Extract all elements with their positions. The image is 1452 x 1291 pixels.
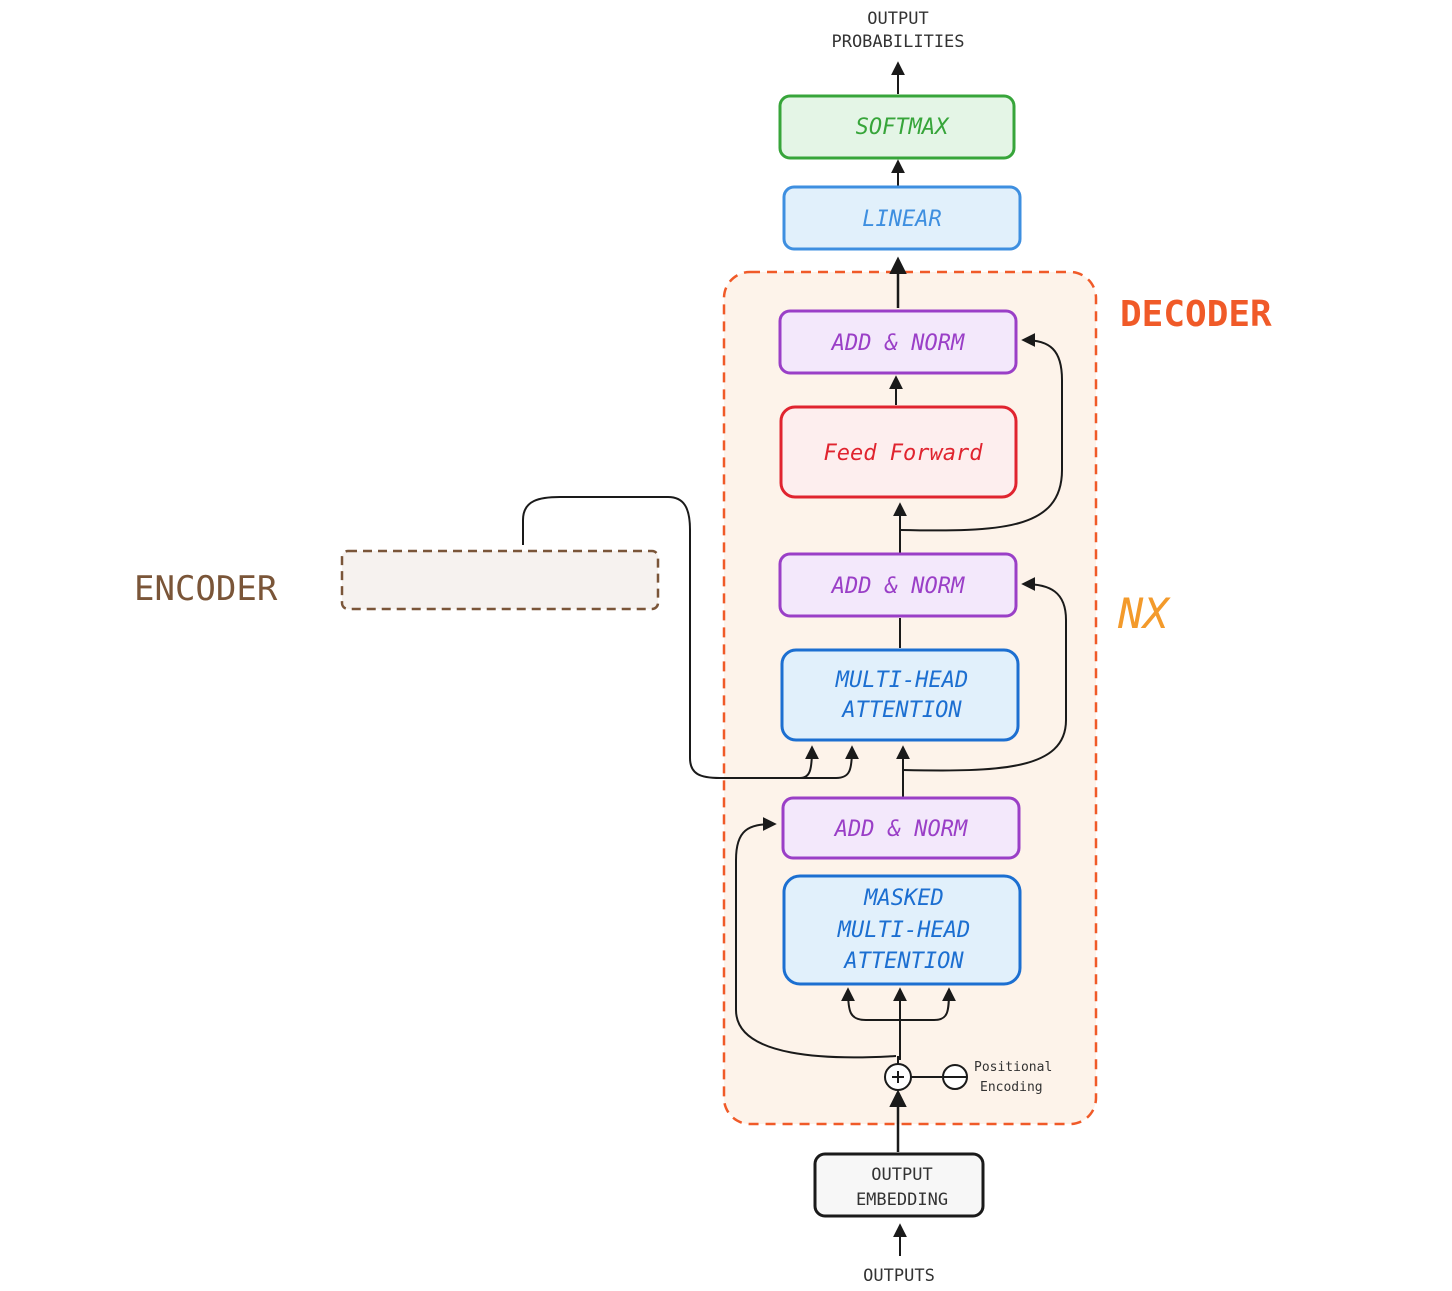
feed-forward-block: Feed Forward [779, 405, 1018, 499]
masked-mha-label-line3: ATTENTION [842, 949, 964, 974]
linear-label: LINEAR [862, 207, 941, 232]
encoder-connection [522, 496, 812, 779]
masked-multi-head-attention-block: MASKED MULTI-HEAD ATTENTION [782, 874, 1022, 986]
encoder-block [340, 549, 660, 611]
arrow-masked-right [900, 987, 956, 1021]
output-embedding-block: OUTPUT EMBEDDING [813, 1152, 985, 1218]
mha-label-line2: ATTENTION [840, 698, 962, 723]
feed-forward-label: Feed Forward [824, 441, 984, 466]
nx-label: NX [1117, 589, 1171, 638]
output-probabilities-line1: OUTPUT [867, 9, 928, 29]
softmax-label: SOFTMAX [856, 115, 950, 140]
add-norm-top-label: ADD & NORM [830, 331, 965, 356]
decoder-title: DECODER [1120, 294, 1272, 335]
add-norm-top-block: ADD & NORM [778, 309, 1018, 375]
output-probabilities-line2: PROBABILITIES [831, 32, 964, 52]
add-norm-bottom-block: ADD & NORM [781, 796, 1021, 860]
positional-encoding-line1: Positional [974, 1060, 1052, 1075]
add-norm-bottom-label: ADD & NORM [833, 817, 968, 842]
multi-head-attention-block: MULTI-HEAD ATTENTION [780, 648, 1020, 742]
mha-label-line1: MULTI-HEAD [835, 668, 968, 693]
encoder-title: ENCODER [134, 569, 278, 609]
outputs-label: OUTPUTS [863, 1266, 935, 1286]
positional-encoding-line2: Encoding [980, 1080, 1043, 1095]
encoder-arrow-key [799, 745, 819, 779]
residual-mha [902, 577, 1067, 772]
masked-mha-label-line2: MULTI-HEAD [837, 918, 970, 943]
output-embedding-line2: EMBEDDING [856, 1190, 948, 1210]
masked-mha-label-line1: MASKED [863, 886, 943, 911]
residual-masked [735, 817, 897, 1059]
add-norm-mid-label: ADD & NORM [830, 574, 965, 599]
linear-block: LINEAR [782, 185, 1022, 251]
output-embedding-line1: OUTPUT [871, 1165, 932, 1185]
residual-ff [899, 333, 1063, 532]
add-norm-mid-block: ADD & NORM [778, 552, 1018, 618]
arrow-masked-left [841, 987, 900, 1021]
encoder-arrow-value [812, 745, 859, 779]
softmax-block: SOFTMAX [778, 94, 1016, 160]
